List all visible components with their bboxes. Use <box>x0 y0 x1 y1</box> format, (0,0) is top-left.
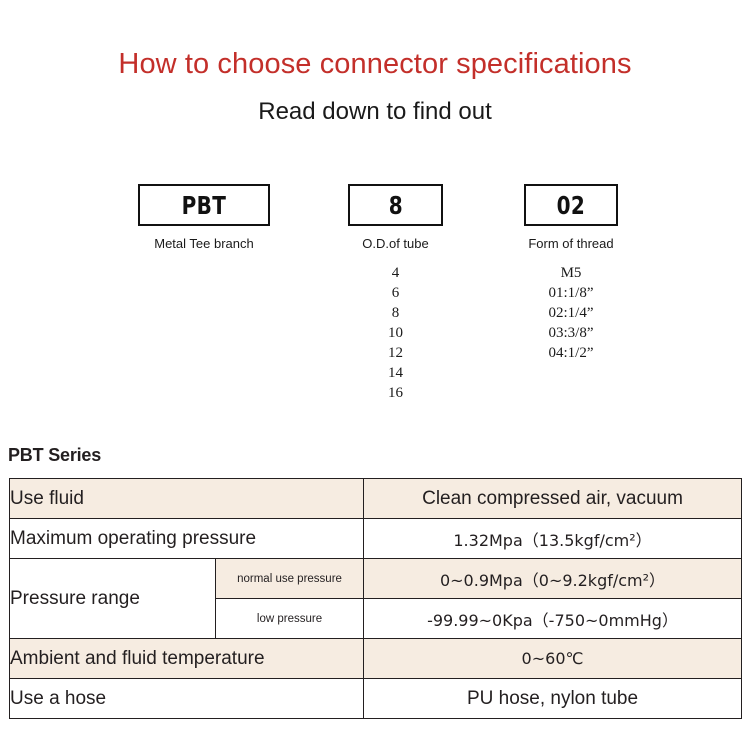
spec-value: 0~60℃ <box>363 638 743 679</box>
spec-value: 0~0.9Mpa（0~9.2kgf/cm²） <box>363 558 743 599</box>
table-row: Use fluid Clean compressed air, vacuum <box>8 478 743 519</box>
code-box-series: PBT <box>138 184 270 226</box>
table-row: Maximum operating pressure 1.32Mpa（13.5k… <box>8 518 743 559</box>
code-column-tube: 8 O.D.of tube 4 6 8 10 12 14 16 <box>348 184 443 403</box>
spec-label: Use fluid <box>8 478 365 519</box>
code-option-item: M5 <box>560 265 582 281</box>
code-box-thread: 02 <box>524 184 618 226</box>
code-option-item: 01:1/8” <box>548 285 594 301</box>
spec-value: Clean compressed air, vacuum <box>363 478 743 519</box>
spec-label: Use a hose <box>8 678 365 719</box>
table-row: Pressure range normal use pressure 0~0.9… <box>9 558 743 639</box>
spec-table-heading: PBT Series <box>8 445 102 465</box>
code-caption-thread: Form of thread <box>528 236 614 251</box>
code-option-item: 10 <box>388 325 403 341</box>
page-subtitle: Read down to find out <box>258 98 492 125</box>
code-option-list-thread: M5 01:1/8” 02:1/4” 03:3/8” 04:1/2” <box>524 263 618 363</box>
spec-label: Pressure range <box>9 558 216 639</box>
code-option-item: 4 <box>391 265 400 281</box>
code-option-item: 04:1/2” <box>548 345 594 361</box>
code-box-thread-value: 02 <box>556 190 586 220</box>
table-row: Use a hose PU hose, nylon tube <box>8 678 743 719</box>
code-option-item: 6 <box>391 285 400 301</box>
spec-value: 1.32Mpa（13.5kgf/cm²） <box>363 518 743 559</box>
spec-table: Use fluid Clean compressed air, vacuum M… <box>8 478 743 719</box>
code-option-item: 03:3/8” <box>548 325 594 341</box>
code-option-item: 02:1/4” <box>548 305 594 321</box>
table-row: Ambient and fluid temperature 0~60℃ <box>8 638 743 679</box>
spec-sub-label: low pressure <box>214 598 365 639</box>
spec-sub-label: normal use pressure <box>214 558 365 599</box>
code-box-tube-value: 8 <box>388 190 403 220</box>
code-option-item: 14 <box>388 365 403 381</box>
code-box-tube: 8 <box>348 184 443 226</box>
spec-value: PU hose, nylon tube <box>363 678 743 719</box>
spec-label: Ambient and fluid temperature <box>8 638 365 679</box>
code-option-list-tube: 4 6 8 10 12 14 16 <box>348 263 443 403</box>
code-column-thread: 02 Form of thread M5 01:1/8” 02:1/4” 03:… <box>524 184 618 363</box>
code-column-series: PBT Metal Tee branch <box>138 184 270 251</box>
code-option-item: 8 <box>391 305 400 321</box>
spec-label: Maximum operating pressure <box>8 518 365 559</box>
code-caption-series: Metal Tee branch <box>154 236 254 251</box>
code-box-series-value: PBT <box>181 190 227 220</box>
code-option-item: 12 <box>388 345 403 361</box>
table-row: low pressure -99.99~0Kpa（-750~0mmHg） <box>10 598 743 639</box>
spec-value: -99.99~0Kpa（-750~0mmHg） <box>363 598 743 639</box>
code-caption-tube: O.D.of tube <box>362 236 429 251</box>
page-title: How to choose connector specifications <box>118 48 632 80</box>
code-option-item: 16 <box>388 385 403 401</box>
